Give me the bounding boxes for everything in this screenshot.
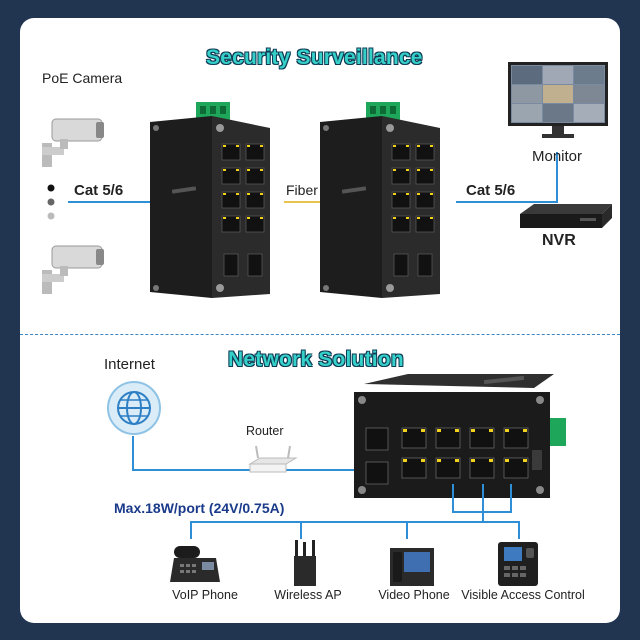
device-drop-line xyxy=(518,521,520,539)
port-link-line xyxy=(482,484,484,512)
nvr-icon xyxy=(520,204,612,228)
device-drop-line xyxy=(190,521,192,539)
fiber-line xyxy=(284,201,322,203)
internet-label: Internet xyxy=(104,356,155,373)
cable-right-line xyxy=(456,201,558,203)
monitor-link-line xyxy=(556,152,558,203)
router-icon xyxy=(248,445,298,473)
monitor-icon xyxy=(508,62,608,138)
device-drop-line xyxy=(300,521,302,539)
industrial-switch-large xyxy=(354,374,566,498)
globe-icon xyxy=(107,381,161,435)
camera-icon xyxy=(42,118,104,167)
power-spec-label: Max.18W/port (24V/0.75A) xyxy=(114,500,285,516)
wireless-ap-icon xyxy=(294,540,316,586)
device-drop-line xyxy=(406,521,408,539)
section-divider xyxy=(20,334,620,335)
nvr-label: NVR xyxy=(542,232,576,249)
camera-icon xyxy=(42,245,104,294)
cable-left-line xyxy=(68,201,152,203)
port-link-line xyxy=(510,484,512,512)
cable-right-label: Cat 5/6 xyxy=(466,182,516,199)
device-label-access-control: Visible Access Control xyxy=(461,588,585,602)
access-control-icon xyxy=(498,542,538,586)
dots-icon xyxy=(47,184,55,220)
device-bus-line xyxy=(190,521,520,523)
device-drop-line xyxy=(482,511,484,522)
device-label-voip: VoIP Phone xyxy=(172,588,238,602)
video-phone-icon xyxy=(390,548,434,586)
internet-link-line xyxy=(132,436,134,470)
cable-left-label: Cat 5/6 xyxy=(74,182,124,199)
network-title: Network Solution xyxy=(228,348,404,371)
device-label-ap: Wireless AP xyxy=(274,588,342,602)
industrial-switch-2 xyxy=(320,102,440,298)
surveillance-title: Security Surveillance xyxy=(206,46,423,69)
industrial-switch-1 xyxy=(150,102,270,298)
voip-phone-icon xyxy=(170,546,220,582)
device-label-video-phone: Video Phone xyxy=(378,588,450,602)
diagram-panel: Security Surveillance PoE Camera Cat 5/6 xyxy=(20,18,620,623)
router-label: Router xyxy=(246,424,284,438)
port-link-line xyxy=(452,484,454,512)
fiber-label: Fiber xyxy=(286,182,318,198)
poe-camera-label: PoE Camera xyxy=(42,70,123,86)
monitor-label: Monitor xyxy=(532,148,583,165)
